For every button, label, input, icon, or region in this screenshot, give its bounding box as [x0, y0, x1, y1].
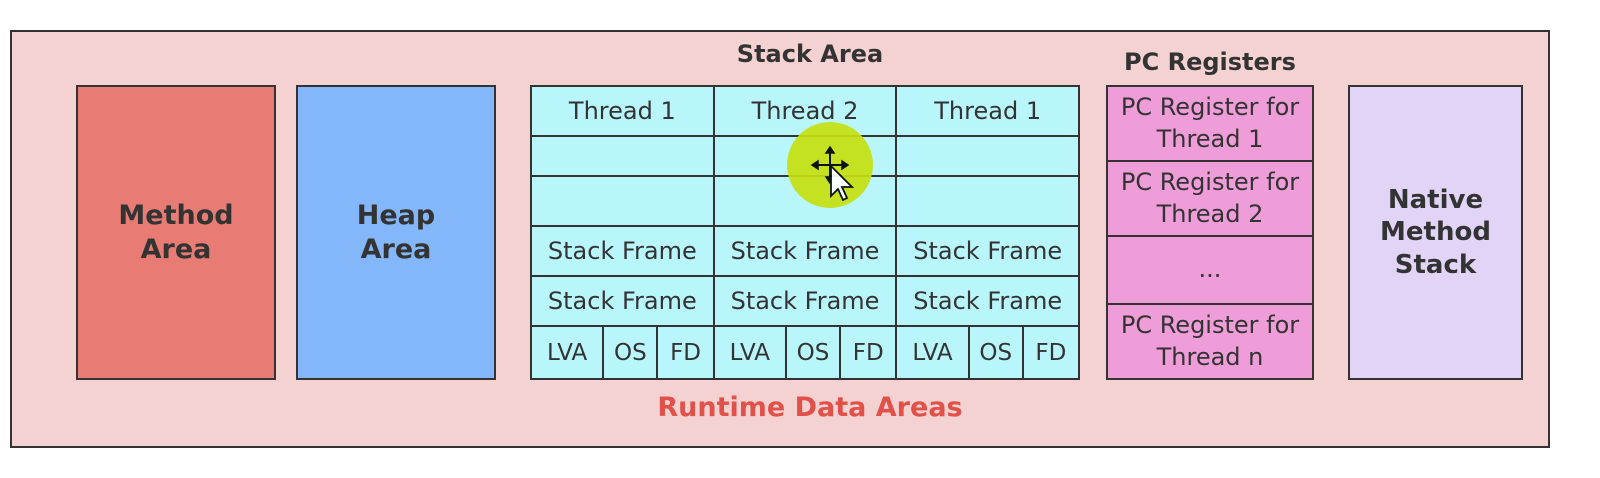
method-area-label: Method Area	[118, 199, 234, 265]
thread-header: Thread 1	[897, 87, 1079, 137]
stack-frame-cell: Stack Frame	[714, 227, 898, 277]
os-cell: OS	[970, 327, 1024, 378]
stack-frame-cell: Stack Frame	[532, 277, 715, 327]
fd-cell: FD	[852, 339, 884, 366]
pc-register-cell: PC Register for Thread 1	[1108, 87, 1312, 162]
cursor-highlight	[787, 122, 873, 208]
fd-cell: FD	[1035, 339, 1067, 366]
frame-parts-group: LVA OS FD	[715, 327, 898, 378]
stack-frame-row: Stack Frame Stack Frame Stack Frame	[532, 277, 1079, 327]
stack-frame-row: Stack Frame Stack Frame Stack Frame	[532, 227, 1079, 277]
lva-cell: LVA	[715, 327, 787, 378]
stack-frame-cell: Stack Frame	[532, 227, 715, 277]
pc-registers-box: PC Register for Thread 1 PC Register for…	[1106, 85, 1314, 380]
empty-frame-row	[532, 177, 1079, 227]
frame-parts-row: LVA OS FD LVA OS FD LVA OS FD	[532, 327, 1078, 378]
empty-cell	[532, 137, 715, 177]
method-area-box: Method Area	[76, 85, 276, 380]
stack-frame-cell: Stack Frame	[897, 277, 1079, 327]
frame-parts-group: LVA OS FD	[897, 327, 1078, 378]
pc-registers-title: PC Registers	[1124, 48, 1296, 76]
pc-register-ellipsis: ...	[1108, 237, 1312, 305]
empty-cell	[897, 177, 1079, 227]
lva-cell: LVA	[532, 327, 605, 378]
stack-frame-cell: Stack Frame	[714, 277, 898, 327]
os-cell: OS	[604, 327, 659, 378]
native-method-stack-box: Native Method Stack	[1348, 85, 1523, 380]
stack-frame-cell: Stack Frame	[897, 227, 1079, 277]
runtime-data-areas-title: Runtime Data Areas	[657, 392, 963, 423]
native-method-stack-label: Native Method Stack	[1380, 184, 1491, 280]
lva-cell: LVA	[897, 327, 970, 378]
stack-area-title: Stack Area	[736, 40, 884, 68]
pc-register-cell: PC Register for Thread n	[1120, 311, 1300, 371]
frame-parts-group: LVA OS FD	[532, 327, 715, 378]
os-cell: OS	[787, 327, 842, 378]
empty-cell	[897, 137, 1079, 177]
empty-cell	[532, 177, 715, 227]
empty-cell	[714, 177, 898, 227]
heap-area-label: Heap Area	[356, 199, 436, 265]
fd-cell: FD	[670, 339, 702, 366]
pc-register-cell: PC Register for Thread 2	[1108, 162, 1312, 237]
heap-area-box: Heap Area	[296, 85, 496, 380]
move-cursor-icon	[810, 145, 855, 202]
thread-header: Thread 1	[532, 87, 715, 137]
